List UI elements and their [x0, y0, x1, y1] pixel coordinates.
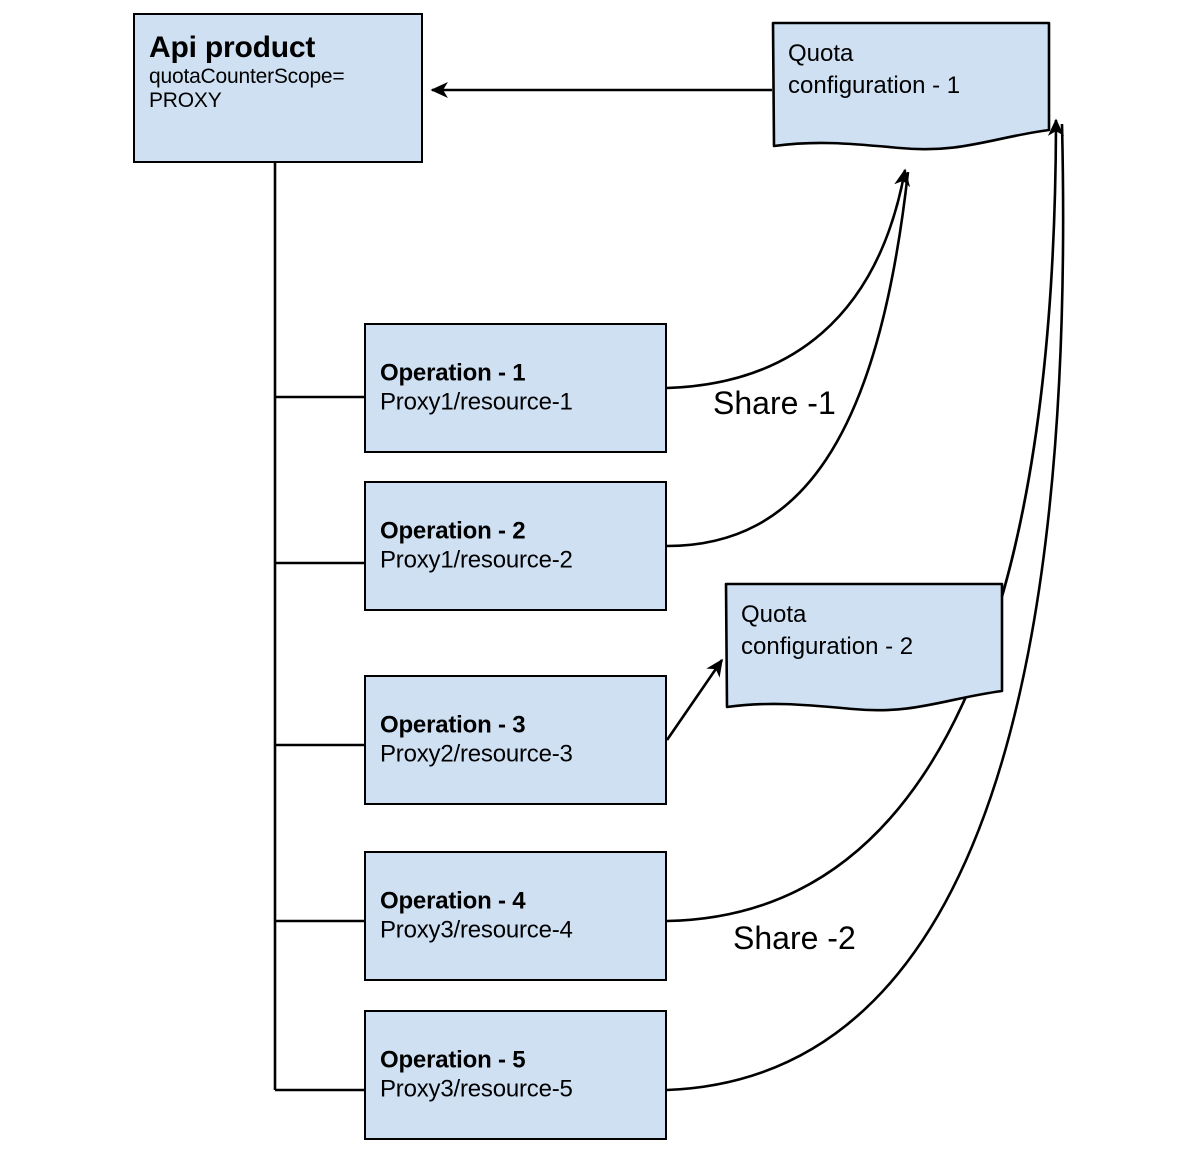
quota-configuration-2-content: Quota configuration - 2: [741, 599, 995, 663]
api-product-attribute-line2: PROXY: [149, 89, 222, 113]
operation-3-content: Operation - 3 Proxy2/resource-3: [366, 711, 665, 770]
operation-4-title: Operation - 4: [380, 887, 526, 915]
node-operation-4[interactable]: Operation - 4 Proxy3/resource-4: [364, 851, 667, 981]
edge-op1-to-quota1: [666, 168, 911, 390]
node-operation-1[interactable]: Operation - 1 Proxy1/resource-1: [364, 323, 667, 453]
operation-3-path: Proxy2/resource-3: [380, 741, 573, 768]
quota-configuration-1-line2: configuration - 1: [788, 71, 961, 99]
edge-op2-to-quota1: [666, 171, 910, 548]
operation-1-title: Operation - 1: [380, 359, 526, 387]
node-api-product[interactable]: Api product quotaCounterScope= PROXY: [133, 13, 423, 163]
node-quota-configuration-2[interactable]: Quota configuration - 2: [723, 581, 1005, 713]
quota-configuration-1-content: Quota configuration - 1: [788, 38, 1042, 102]
quota-configuration-1-line1: Quota: [788, 40, 854, 67]
quota-configuration-2-line2: configuration - 2: [741, 632, 914, 660]
operation-5-title: Operation - 5: [380, 1046, 526, 1074]
operation-2-path: Proxy1/resource-2: [380, 547, 573, 574]
operation-1-path: Proxy1/resource-1: [380, 389, 573, 416]
node-quota-configuration-1[interactable]: Quota configuration - 1: [770, 20, 1052, 152]
api-product-title: Api product: [149, 31, 316, 64]
operation-4-content: Operation - 4 Proxy3/resource-4: [366, 887, 665, 946]
operation-5-content: Operation - 5 Proxy3/resource-5: [366, 1046, 665, 1105]
edge-op3-to-quota2: [665, 658, 724, 741]
operation-2-title: Operation - 2: [380, 517, 526, 545]
operation-4-path: Proxy3/resource-4: [380, 917, 573, 944]
edge-op4-to-quota1: [666, 118, 1065, 923]
operation-2-content: Operation - 2 Proxy1/resource-2: [366, 517, 665, 576]
product-to-operations-tree: [273, 163, 364, 1092]
operation-1-content: Operation - 1 Proxy1/resource-1: [366, 359, 665, 418]
node-operation-2[interactable]: Operation - 2 Proxy1/resource-2: [364, 481, 667, 611]
node-operation-5[interactable]: Operation - 5 Proxy3/resource-5: [364, 1010, 667, 1140]
operation-5-path: Proxy3/resource-5: [380, 1076, 573, 1103]
node-operation-3[interactable]: Operation - 3 Proxy2/resource-3: [364, 675, 667, 805]
api-product-content: Api product quotaCounterScope= PROXY: [135, 31, 421, 114]
edge-label-share-2: Share -2: [733, 920, 856, 956]
api-product-attribute-line1: quotaCounterScope=: [149, 64, 345, 88]
quota-configuration-2-line1: Quota: [741, 601, 807, 628]
edge-label-share-1: Share -1: [713, 385, 836, 421]
operation-3-title: Operation - 3: [380, 711, 526, 739]
